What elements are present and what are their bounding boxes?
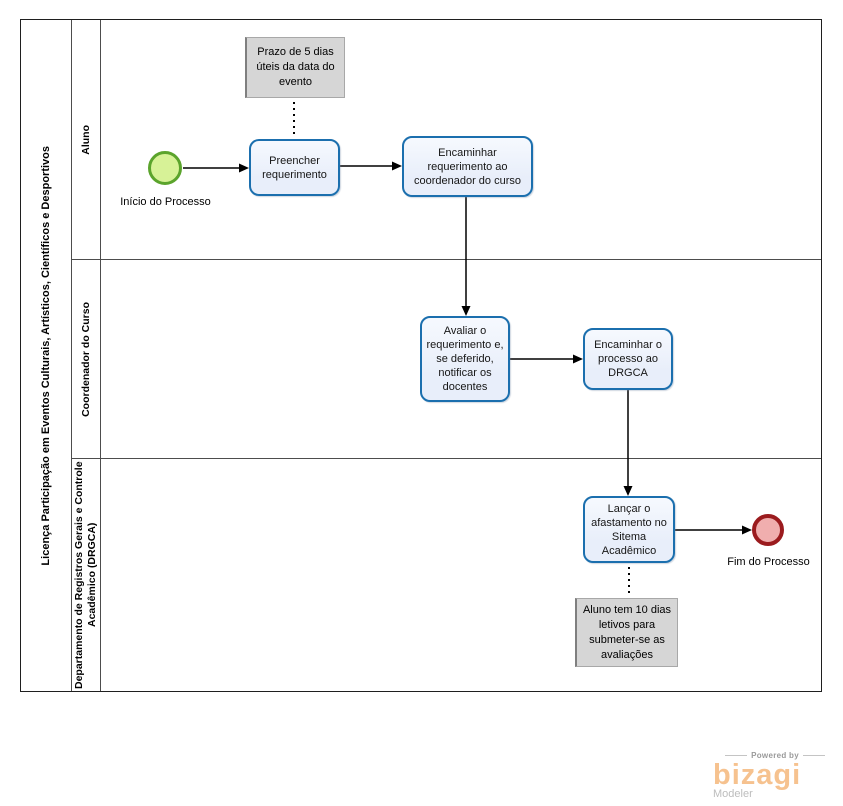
lane-aluno-header: Aluno (72, 20, 101, 260)
task-label: Lançar o afastamento no Sitema Acadêmico (591, 502, 667, 557)
text-annotation-prazo[interactable]: Prazo de 5 dias úteis da data do evento (245, 37, 345, 98)
text-annotation-aluno-prazo-text: Aluno tem 10 dias letivos para submeter-… (582, 603, 672, 661)
divider-line (725, 755, 748, 756)
lane-coordenador: Coordenador do Curso (72, 260, 821, 459)
start-event-label: Início do Processo (120, 196, 211, 208)
end-event-circle[interactable] (752, 514, 784, 546)
powered-by-text: Powered by (751, 751, 799, 760)
lane-aluno-label: Aluno (79, 124, 92, 155)
pool-title: Licença Participação em Eventos Culturai… (39, 145, 52, 566)
bizagi-modeler-text: Modeler (713, 788, 753, 800)
task-label: Preencher requerimento (262, 154, 327, 181)
lane-drgca-label: Departamento de Registros Gerais e Contr… (73, 461, 98, 689)
lane-coordenador-header: Coordenador do Curso (72, 260, 101, 458)
task-avaliar-requerimento[interactable]: Avaliar o requerimento e, se deferido, n… (420, 316, 510, 402)
end-event-label: Fim do Processo (727, 556, 810, 568)
text-annotation-aluno-prazo[interactable]: Aluno tem 10 dias letivos para submeter-… (575, 598, 678, 667)
task-label: Encaminhar o processo ao DRGCA (594, 339, 662, 379)
divider-line (803, 755, 825, 756)
task-label: Avaliar o requerimento e, se deferido, n… (426, 325, 504, 393)
bizagi-branding: Powered by bizagi Modeler (713, 751, 825, 800)
lane-drgca-header: Departamento de Registros Gerais e Contr… (72, 458, 101, 691)
lanes-container: Aluno Coordenador do Curso Departamento … (72, 20, 821, 691)
text-annotation-prazo-text: Prazo de 5 dias úteis da data do evento (256, 46, 335, 88)
powered-by-row: Powered by (713, 751, 825, 760)
lane-aluno: Aluno (72, 20, 821, 261)
task-encaminhar-requerimento[interactable]: Encaminhar requerimento ao coordenador d… (402, 136, 533, 197)
task-label: Encaminhar requerimento ao coordenador d… (413, 146, 521, 187)
task-encaminhar-processo-drgca[interactable]: Encaminhar o processo ao DRGCA (583, 328, 673, 390)
pool-header: Licença Participação em Eventos Culturai… (21, 20, 72, 691)
task-lancar-afastamento[interactable]: Lançar o afastamento no Sitema Acadêmico (583, 496, 675, 563)
lane-coordenador-label: Coordenador do Curso (79, 301, 92, 417)
task-preencher-requerimento[interactable]: Preencher requerimento (249, 139, 340, 196)
bizagi-logo: bizagi (713, 759, 802, 791)
start-event-circle[interactable] (148, 151, 182, 185)
lane-drgca: Departamento de Registros Gerais e Contr… (72, 458, 821, 691)
lane-drgca-body (101, 459, 821, 691)
